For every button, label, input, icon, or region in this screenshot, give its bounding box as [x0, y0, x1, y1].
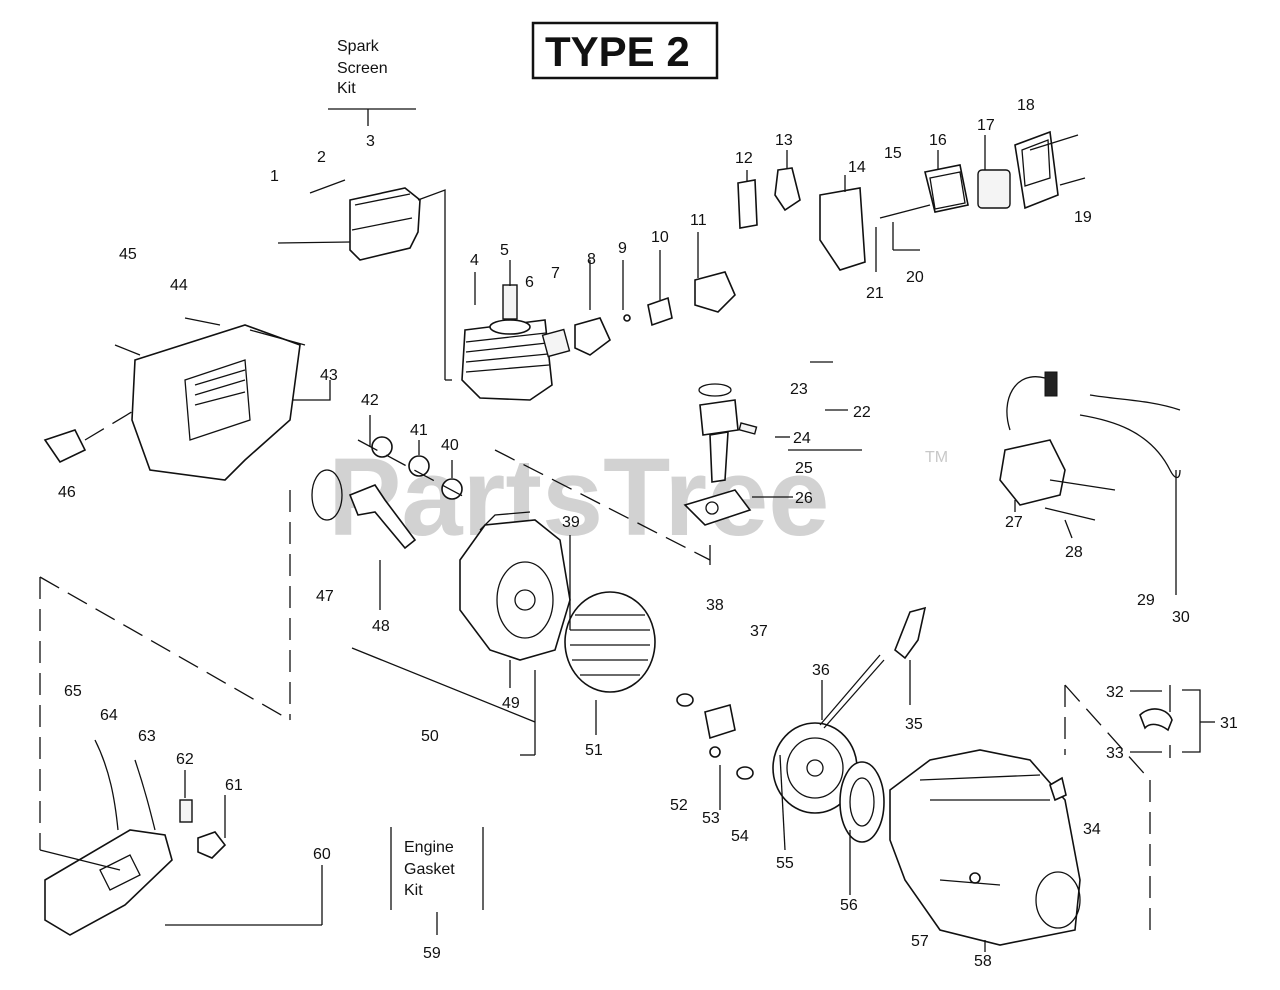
starter-assembly — [676, 606, 927, 895]
callout-53: 53 — [702, 810, 720, 827]
callout-27: 27 — [1005, 514, 1023, 531]
callout-61: 61 — [225, 777, 243, 794]
leader-18 — [1029, 134, 1079, 151]
ignition-module — [999, 371, 1181, 595]
callout-24: 24 — [793, 430, 811, 447]
callout-26: 26 — [795, 490, 813, 507]
callout-65: 65 — [64, 683, 82, 700]
callout-16: 16 — [929, 132, 947, 149]
callout-32: 32 — [1106, 684, 1124, 701]
callout-15: 15 — [884, 145, 902, 162]
air-filter-parts — [875, 130, 1059, 272]
leader-19 — [1059, 177, 1086, 186]
callout-35: 35 — [905, 716, 923, 733]
callout-6: 6 — [525, 274, 534, 291]
fuel-tank — [39, 739, 323, 936]
callout-20: 20 — [906, 269, 924, 286]
callout-50: 50 — [421, 728, 439, 745]
callout-4: 4 — [470, 252, 479, 269]
callout-47: 47 — [316, 588, 334, 605]
callout-34: 34 — [1083, 821, 1101, 838]
callout-55: 55 — [776, 855, 794, 872]
callout-49: 49 — [502, 695, 520, 712]
callout-21: 21 — [866, 285, 884, 302]
spark-screen-kit-line2: Screen — [337, 60, 388, 77]
cylinder-part — [461, 260, 553, 401]
callout-31: 31 — [1220, 715, 1238, 732]
callout-54: 54 — [731, 828, 749, 845]
muffler-part — [277, 179, 421, 261]
callout-13: 13 — [775, 132, 793, 149]
type-title: TYPE 2 — [545, 28, 690, 75]
callout-22: 22 — [853, 404, 871, 421]
callout-28: 28 — [1065, 544, 1083, 561]
callout-14: 14 — [848, 159, 866, 176]
callout-33: 33 — [1106, 745, 1124, 762]
starter-housing — [889, 684, 1151, 952]
engine-gasket-kit-label: Engine Gasket Kit — [390, 827, 484, 935]
callout-29: 29 — [1137, 592, 1155, 609]
callout-60: 60 — [313, 846, 331, 863]
flywheel — [564, 591, 656, 693]
callout-64: 64 — [100, 707, 118, 724]
engine-gasket-kit-line2: Gasket — [404, 861, 455, 878]
callout-12: 12 — [735, 150, 753, 167]
carburetor-parts — [737, 167, 866, 271]
crankcase — [459, 511, 571, 661]
callout-3: 3 — [366, 133, 375, 150]
clip-part — [43, 429, 87, 464]
callout-51: 51 — [585, 742, 603, 759]
callout-25: 25 — [795, 460, 813, 477]
callout-52: 52 — [670, 797, 688, 814]
crankshaft-assembly — [311, 436, 471, 550]
type-title-box: TYPE 2 — [531, 21, 719, 80]
callout-39: 39 — [562, 514, 580, 531]
spark-screen-kit-label: Spark Screen Kit — [328, 38, 416, 126]
clamp-assembly — [1139, 685, 1215, 758]
watermark-trademark: TM — [925, 449, 948, 466]
callout-43: 43 — [320, 367, 338, 384]
engine-cover — [114, 317, 331, 481]
spark-screen-kit-line3: Kit — [337, 80, 356, 97]
engine-gasket-kit-line3: Kit — [404, 882, 423, 899]
callout-38: 38 — [706, 597, 724, 614]
callout-11: 11 — [690, 212, 707, 229]
callout-17: 17 — [977, 117, 995, 134]
callout-48: 48 — [372, 618, 390, 635]
callout-23: 23 — [790, 381, 808, 398]
callout-9: 9 — [618, 240, 627, 257]
callout-62: 62 — [176, 751, 194, 768]
intake-parts — [541, 271, 736, 358]
callout-5: 5 — [500, 242, 509, 259]
callout-44: 44 — [170, 277, 188, 294]
spark-screen-kit-line1: Spark — [337, 38, 380, 55]
callout-46: 46 — [58, 484, 76, 501]
callout-36: 36 — [812, 662, 830, 679]
callout-1: 1 — [270, 168, 279, 185]
leader-28 — [1064, 519, 1073, 539]
callout-57: 57 — [911, 933, 929, 950]
callout-42: 42 — [361, 392, 379, 409]
callout-58: 58 — [974, 953, 992, 970]
callout-40: 40 — [441, 437, 459, 454]
callout-37: 37 — [750, 623, 768, 640]
callout-numbers: 1 2 3 4 5 6 7 8 9 10 11 12 13 14 15 16 1… — [58, 97, 1238, 970]
callout-45: 45 — [119, 246, 137, 263]
callout-19: 19 — [1074, 209, 1092, 226]
callout-2: 2 — [317, 149, 326, 166]
callout-59: 59 — [423, 945, 441, 962]
callout-56: 56 — [840, 897, 858, 914]
callout-10: 10 — [651, 229, 669, 246]
callout-8: 8 — [587, 251, 596, 268]
callout-63: 63 — [138, 728, 156, 745]
callout-30: 30 — [1172, 609, 1190, 626]
piston-assembly — [683, 361, 862, 526]
callout-41: 41 — [410, 422, 428, 439]
callout-18: 18 — [1017, 97, 1035, 114]
callout-7: 7 — [551, 265, 560, 282]
engine-gasket-kit-line1: Engine — [404, 839, 454, 856]
